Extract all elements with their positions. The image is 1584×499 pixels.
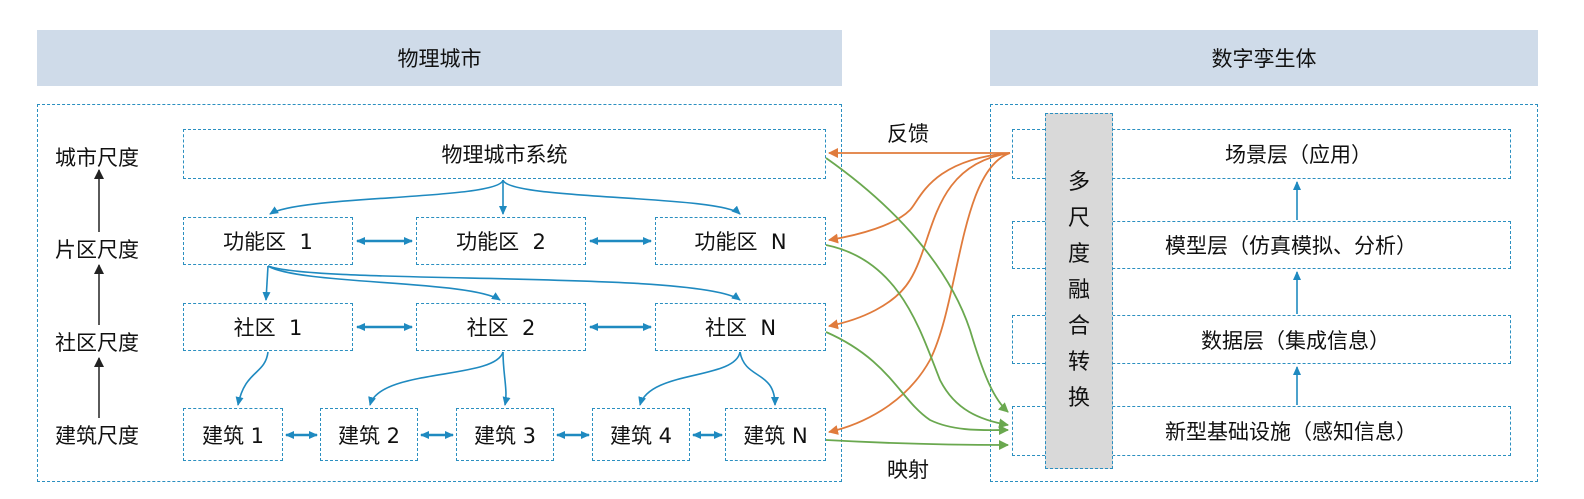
building-2-label: 建筑 2 [337, 423, 401, 448]
community-n-box: 社区 N [655, 303, 826, 351]
building-3-label: 建筑 3 [473, 423, 537, 448]
functional-zone-1-box: 功能区 1 [183, 217, 353, 265]
functional-zone-1-label: 功能区 1 [223, 230, 313, 254]
model-layer-label: 模型层（仿真模拟、分析） [1165, 234, 1417, 258]
community-1-box: 社区 1 [183, 303, 353, 351]
feedback-to-cn [828, 152, 1011, 330]
functional-zone-n-label: 功能区 N [694, 230, 787, 254]
model-layer-box: 模型层（仿真模拟、分析） [1012, 221, 1511, 269]
data-layer-box: 数据层（集成信息） [1012, 315, 1511, 364]
scene-layer-box: 场景层（应用） [1012, 129, 1511, 179]
infrastructure-layer-box: 新型基础设施（感知信息） [1012, 406, 1511, 456]
physical-city-header-label: 物理城市 [397, 47, 482, 71]
scale-city: 城市尺度 [55, 146, 139, 170]
feedback-to-fzn [828, 152, 1011, 244]
functional-zone-2-label: 功能区 2 [456, 230, 546, 254]
fusion-char-6: 转 [1067, 350, 1090, 375]
mapping-from-cn [825, 331, 1009, 436]
building-4-label: 建筑 4 [609, 423, 673, 448]
community-2-label: 社区 2 [466, 316, 536, 340]
fusion-char-5: 合 [1067, 314, 1090, 339]
building-1-box: 建筑 1 [183, 408, 283, 461]
building-4-box: 建筑 4 [592, 408, 690, 461]
functional-zone-n-box: 功能区 N [655, 217, 826, 265]
physical-city-system-box: 物理城市系统 [183, 129, 826, 179]
digital-twin-header: 数字孪生体 [990, 30, 1538, 86]
scene-layer-label: 场景层（应用） [1225, 143, 1372, 167]
fusion-char-3: 度 [1067, 242, 1090, 267]
building-2-box: 建筑 2 [320, 408, 418, 461]
community-2-box: 社区 2 [416, 303, 586, 351]
mapping-label: 映射 [887, 458, 929, 482]
multiscale-fusion-bar: 多 尺 度 融 合 转 换 [1045, 113, 1113, 469]
scale-building: 建筑尺度 [55, 424, 139, 448]
scale-district: 片区尺度 [55, 238, 139, 262]
feedback-to-bn [828, 152, 1011, 435]
community-1-label: 社区 1 [233, 316, 303, 340]
functional-zone-2-box: 功能区 2 [416, 217, 586, 265]
fusion-char-1: 多 [1067, 170, 1090, 195]
mapping-from-fzn [825, 244, 1009, 429]
building-n-box: 建筑 N [725, 408, 826, 461]
building-n-label: 建筑 N [743, 423, 808, 448]
scale-community: 社区尺度 [55, 331, 139, 355]
community-n-label: 社区 N [704, 316, 777, 340]
data-layer-label: 数据层（集成信息） [1201, 328, 1390, 353]
fusion-char-4: 融 [1067, 278, 1090, 303]
physical-city-header: 物理城市 [37, 30, 842, 86]
physical-city-system-label: 物理城市系统 [441, 143, 568, 167]
fusion-char-2: 尺 [1067, 206, 1090, 231]
mapping-from-system [825, 157, 1009, 413]
mapping-from-bn [825, 439, 1009, 450]
building-1-label: 建筑 1 [201, 423, 265, 448]
building-3-box: 建筑 3 [456, 408, 554, 461]
infrastructure-layer-label: 新型基础设施（感知信息） [1165, 420, 1417, 444]
fusion-char-7: 换 [1067, 386, 1090, 411]
feedback-label: 反馈 [887, 122, 929, 146]
digital-twin-header-label: 数字孪生体 [1211, 47, 1317, 71]
